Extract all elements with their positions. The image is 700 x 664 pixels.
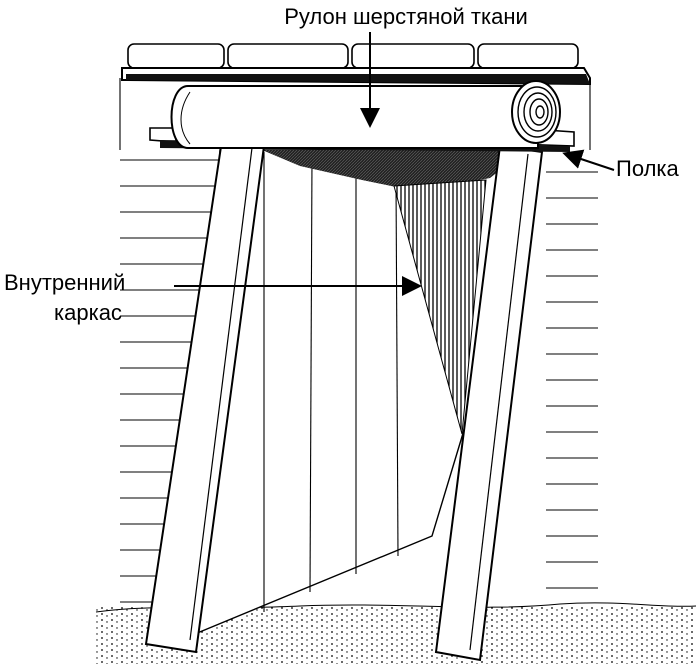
arrow-shelf xyxy=(562,149,615,171)
wool-roll xyxy=(170,80,561,149)
top-board xyxy=(121,67,591,86)
label-frame-line1: Внутренний xyxy=(4,270,125,295)
right-wall-courses xyxy=(546,171,598,589)
top-brick-row xyxy=(127,43,579,69)
roll-spiral-end xyxy=(511,80,561,144)
curtain-folds xyxy=(263,152,399,612)
label-roll: Рулон шерстяной ткани xyxy=(284,4,528,29)
label-shelf: Полка xyxy=(616,156,680,181)
curtain-panel xyxy=(189,149,537,638)
label-frame-line2: каркас xyxy=(54,300,122,325)
